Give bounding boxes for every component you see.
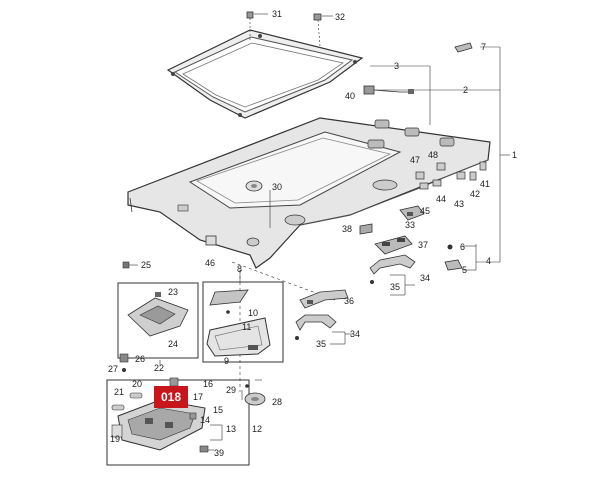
callout-15: 15 bbox=[213, 405, 223, 415]
callout-17: 17 bbox=[193, 392, 203, 402]
callout-33: 33 bbox=[405, 220, 415, 230]
lens-19 bbox=[111, 424, 123, 438]
callout-44: 44 bbox=[436, 194, 446, 204]
callout-10: 10 bbox=[248, 308, 258, 318]
screw-29 bbox=[245, 384, 249, 388]
callout-48: 48 bbox=[428, 150, 438, 160]
callout-40: 40 bbox=[345, 91, 355, 101]
group-box-22 bbox=[117, 282, 199, 359]
callout-6: 6 bbox=[460, 242, 465, 252]
callout-9: 9 bbox=[224, 356, 229, 366]
callout-16: 16 bbox=[203, 379, 213, 389]
handle-34-upper bbox=[369, 254, 416, 284]
callout-24: 24 bbox=[168, 339, 178, 349]
lamp-24 bbox=[127, 292, 189, 337]
callout-38: 38 bbox=[342, 224, 352, 234]
bulb-20 bbox=[129, 392, 143, 399]
clip-27 bbox=[122, 368, 126, 372]
bracket-7 bbox=[454, 42, 473, 53]
callout-41: 41 bbox=[480, 179, 490, 189]
harness-40 bbox=[363, 85, 414, 95]
callout-7: 7 bbox=[481, 42, 486, 52]
connector-39 bbox=[199, 445, 214, 453]
part-badge: 018 bbox=[154, 386, 188, 408]
callout-32: 32 bbox=[335, 12, 345, 22]
callout-27: 27 bbox=[108, 364, 118, 374]
callout-37: 37 bbox=[418, 240, 428, 250]
clip-5-6 bbox=[444, 244, 463, 271]
callout-25: 25 bbox=[141, 260, 151, 270]
console-13 bbox=[117, 399, 206, 451]
callout-30: 30 bbox=[272, 182, 282, 192]
callout-8: 8 bbox=[237, 264, 242, 274]
callout-11: 11 bbox=[242, 322, 251, 332]
group-leaders bbox=[159, 270, 241, 441]
grommet-28 bbox=[244, 392, 266, 406]
screw-9 bbox=[226, 310, 230, 314]
callout-4: 4 bbox=[486, 256, 491, 266]
callout-34-upper: 34 bbox=[420, 273, 430, 283]
callout-45: 45 bbox=[420, 206, 430, 216]
clip-38 bbox=[359, 223, 373, 235]
callout-31: 31 bbox=[272, 9, 282, 19]
sunroof-frame bbox=[166, 29, 364, 119]
callout-36: 36 bbox=[344, 296, 354, 306]
handle-34-lower bbox=[295, 314, 337, 340]
badge-label: 018 bbox=[161, 390, 181, 404]
headliner-panel bbox=[127, 117, 491, 269]
callout-20: 20 bbox=[132, 379, 142, 389]
clips-41-48 bbox=[415, 161, 487, 190]
grommet-30 bbox=[245, 180, 263, 192]
clip-46 bbox=[205, 235, 217, 246]
callout-3: 3 bbox=[394, 61, 399, 71]
callout-5: 5 bbox=[462, 265, 467, 275]
group-box-8 bbox=[202, 281, 284, 363]
callout-43: 43 bbox=[454, 199, 464, 209]
callout-14: 14 bbox=[200, 415, 210, 425]
lamp-33-45 bbox=[399, 205, 425, 221]
clip-32 bbox=[313, 13, 333, 47]
callout-29: 29 bbox=[226, 385, 236, 395]
handle-37 bbox=[374, 235, 413, 255]
callout-labels: 31 32 7 3 2 40 1 48 47 41 42 43 44 45 30… bbox=[108, 9, 517, 458]
callout-19: 19 bbox=[110, 434, 120, 444]
clip-16 bbox=[169, 377, 179, 387]
callout-12: 12 bbox=[252, 424, 262, 434]
callout-39: 39 bbox=[214, 448, 224, 458]
callout-21: 21 bbox=[114, 387, 124, 397]
mirror-10 bbox=[209, 289, 249, 306]
callout-22: 22 bbox=[154, 363, 164, 373]
bulb-21 bbox=[111, 404, 125, 411]
callout-28: 28 bbox=[272, 397, 282, 407]
callout-46: 46 bbox=[205, 258, 215, 268]
sunvisor-11 bbox=[206, 317, 271, 357]
callout-26: 26 bbox=[135, 354, 145, 364]
callout-1: 1 bbox=[512, 150, 517, 160]
callout-42: 42 bbox=[470, 189, 480, 199]
clip-31 bbox=[246, 11, 268, 40]
callout-23: 23 bbox=[168, 287, 178, 297]
callout-34-lower: 34 bbox=[350, 329, 360, 339]
callout-13: 13 bbox=[226, 424, 236, 434]
callout-47: 47 bbox=[410, 155, 420, 165]
callout-35-upper: 35 bbox=[390, 282, 400, 292]
bolt-25 bbox=[122, 261, 138, 269]
callout-2: 2 bbox=[463, 85, 468, 95]
clip-14 bbox=[189, 412, 197, 420]
handle-36 bbox=[299, 289, 349, 309]
clip-26 bbox=[119, 353, 134, 363]
callout-35-lower: 35 bbox=[316, 339, 326, 349]
